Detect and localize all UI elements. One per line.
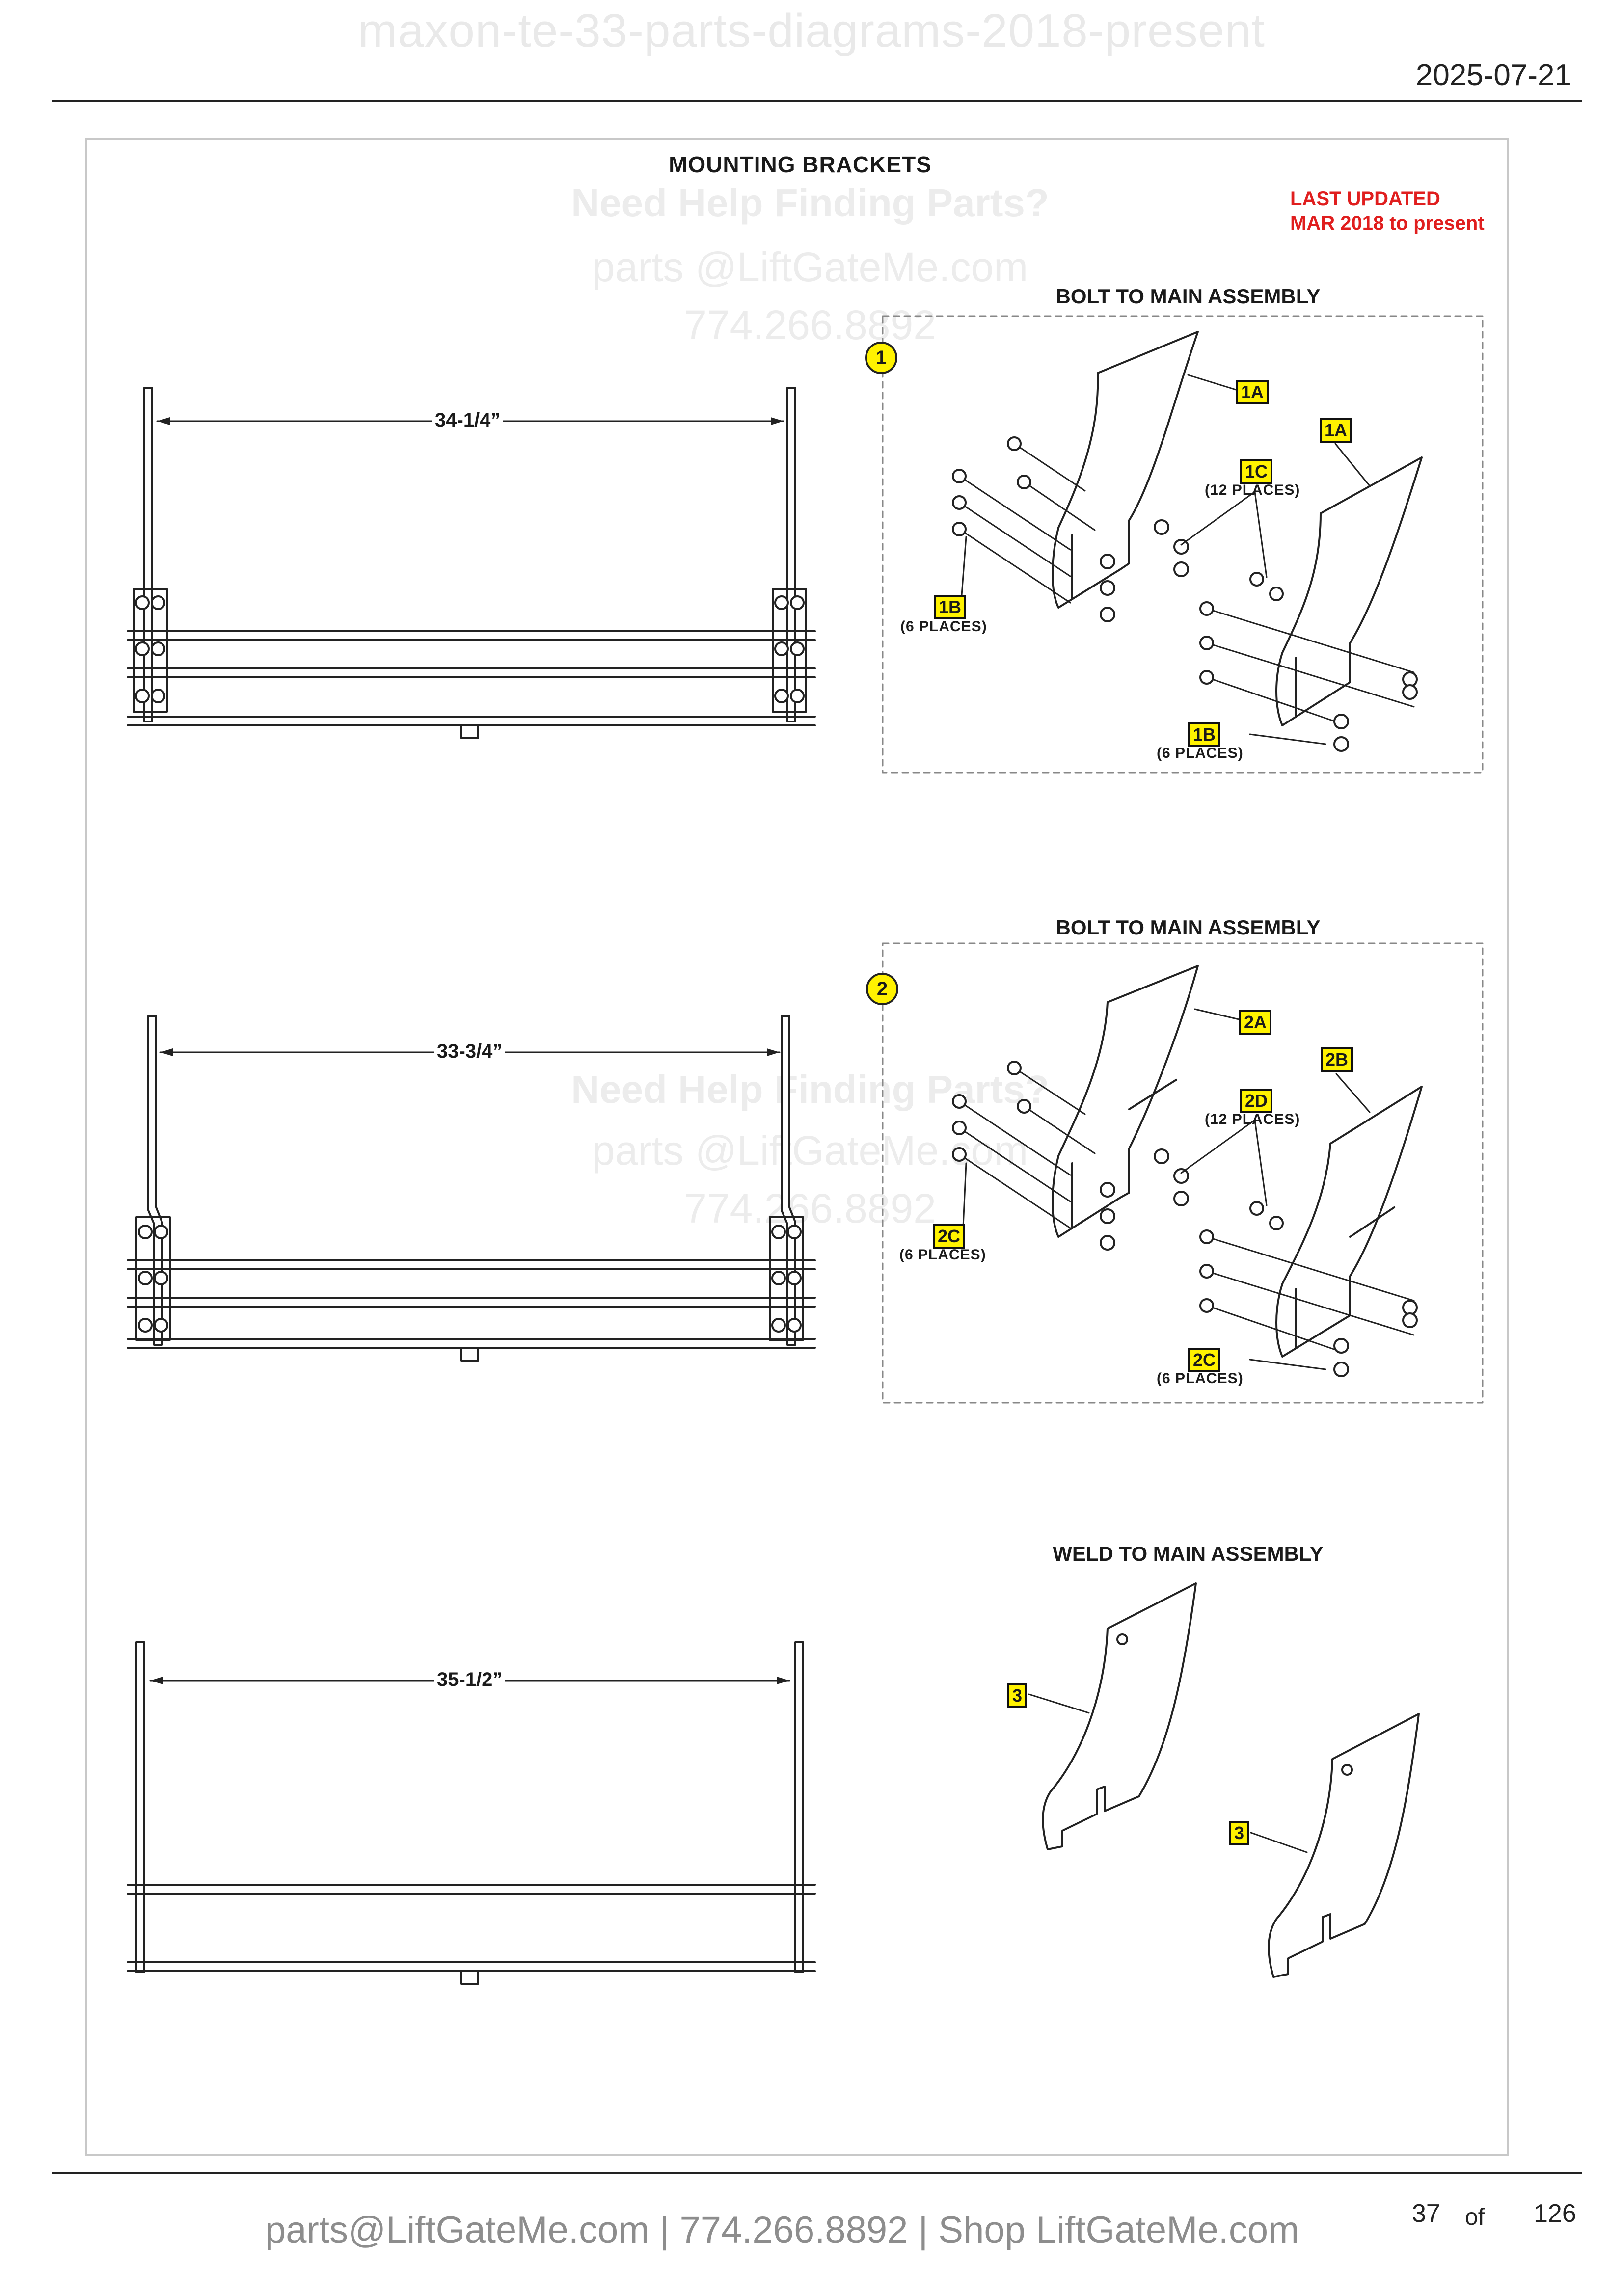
sheet-title: MOUNTING BRACKETS xyxy=(669,152,932,177)
quantity-note: (6 PLACES) xyxy=(1157,745,1244,761)
quantity-note: (6 PLACES) xyxy=(900,618,987,635)
exploded-view-box-1 xyxy=(882,315,1484,774)
watermark-phone: 774.266.8892 xyxy=(684,302,936,348)
watermark-help: Need Help Finding Parts? xyxy=(571,1068,1049,1111)
drawing-frame xyxy=(85,138,1509,2156)
item-number-1: 1 xyxy=(865,342,897,374)
dimension-label-3: 35-1/2” xyxy=(434,1669,506,1691)
weld-brackets xyxy=(1028,1582,1420,1978)
part-tag-2c: 2C xyxy=(933,1224,966,1249)
quantity-note: (6 PLACES) xyxy=(899,1247,986,1263)
part-tag-2a: 2A xyxy=(1239,1010,1272,1035)
front-view-2 xyxy=(127,1015,816,1362)
exploded-view-2 xyxy=(952,965,1423,1377)
section-1-heading: BOLT TO MAIN ASSEMBLY xyxy=(1055,285,1321,308)
part-tag-1c: 1C xyxy=(1240,459,1273,484)
watermark-phone: 774.266.8892 xyxy=(684,1185,936,1231)
exploded-view-1 xyxy=(952,331,1423,752)
part-tag-1b: 1B xyxy=(934,595,967,619)
header-rule xyxy=(52,100,1582,102)
quantity-note: (12 PLACES) xyxy=(1205,482,1300,498)
page-total: 126 xyxy=(1534,2199,1576,2228)
page-current: 37 xyxy=(1412,2199,1440,2228)
part-tag-2c: 2C xyxy=(1188,1348,1221,1372)
part-tag-1b: 1B xyxy=(1188,722,1221,747)
last-updated-range: MAR 2018 to present xyxy=(1290,213,1485,234)
watermark-email: parts @LiftGateMe.com xyxy=(592,244,1028,290)
dimension-label-2: 33-3/4” xyxy=(434,1041,506,1063)
last-updated-label: LAST UPDATED xyxy=(1290,188,1440,210)
section-3-heading: WELD TO MAIN ASSEMBLY xyxy=(1053,1542,1324,1565)
footer-contact: parts@LiftGateMe.com | 774.266.8892 | Sh… xyxy=(265,2209,1299,2251)
watermark-help: Need Help Finding Parts? xyxy=(571,181,1049,225)
section-2-heading: BOLT TO MAIN ASSEMBLY xyxy=(1055,916,1321,939)
document-title: maxon-te-33-parts-diagrams-2018-present xyxy=(358,4,1265,57)
last-updated-note: LAST UPDATED MAR 2018 to present xyxy=(1290,187,1485,236)
part-tag-1a: 1A xyxy=(1320,418,1352,443)
footer-rule xyxy=(52,2172,1582,2174)
part-tag-3: 3 xyxy=(1007,1683,1028,1708)
front-view-3 xyxy=(127,1641,816,1985)
document-date: 2025-07-21 xyxy=(1415,58,1571,92)
part-tag-3: 3 xyxy=(1229,1821,1249,1845)
front-view-1 xyxy=(127,387,816,739)
dimension-label-1: 34-1/4” xyxy=(432,409,504,431)
part-tag-1a: 1A xyxy=(1236,380,1269,404)
quantity-note: (6 PLACES) xyxy=(1157,1370,1244,1387)
part-tag-2d: 2D xyxy=(1240,1089,1273,1113)
page-of: of xyxy=(1465,2204,1485,2230)
quantity-note: (12 PLACES) xyxy=(1205,1111,1300,1127)
item-number-2: 2 xyxy=(866,973,898,1005)
part-tag-2b: 2B xyxy=(1321,1047,1353,1072)
